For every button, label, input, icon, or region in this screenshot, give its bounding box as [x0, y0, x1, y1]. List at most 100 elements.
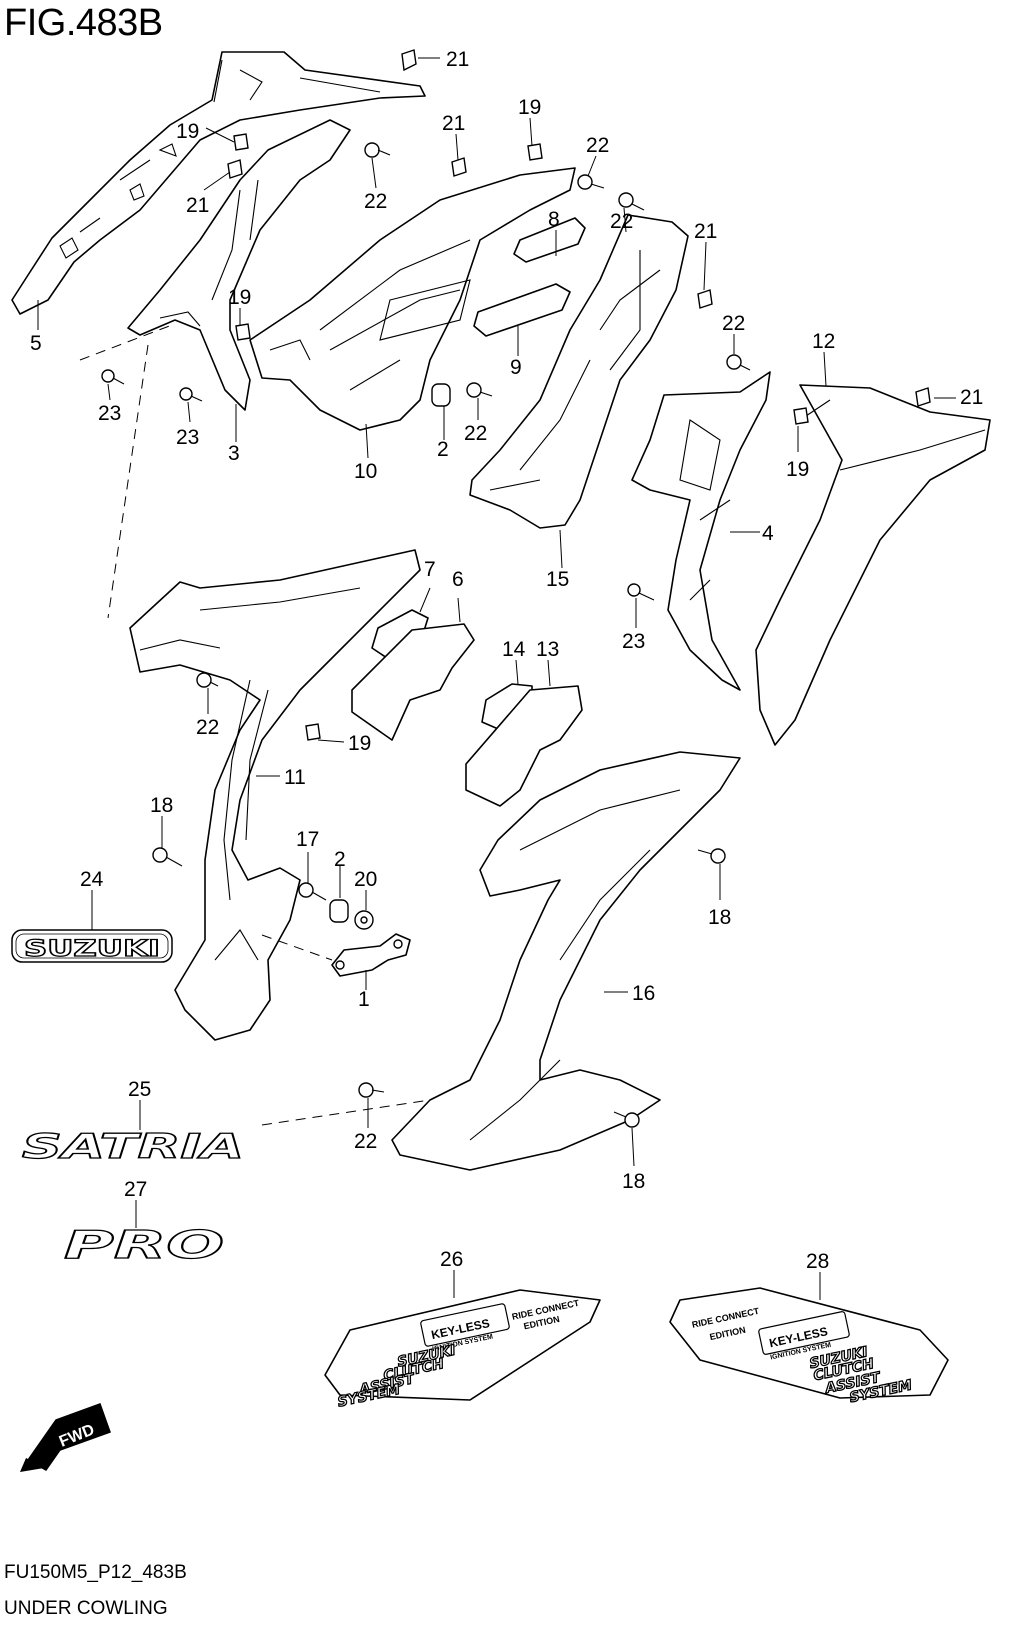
clip-21: [451, 157, 467, 177]
part-12-side-cowl: [755, 384, 991, 746]
part-3-inner-panel: [127, 119, 351, 411]
callout-21: 21: [442, 112, 465, 135]
callout-23: 23: [176, 426, 199, 449]
part-4-bracket: [631, 371, 771, 691]
callout-26: 26: [440, 1248, 463, 1271]
callout-18: 18: [708, 906, 731, 929]
callout-22: 22: [722, 312, 745, 335]
suzuki-emblem-text: SUZUKI: [24, 937, 160, 962]
screw-22: [358, 1082, 385, 1098]
callout-11: 11: [284, 766, 306, 789]
nut-19: [305, 723, 321, 741]
nut-19: [233, 133, 249, 151]
callout-1: 1: [358, 988, 370, 1011]
part-16-under-cowl: [391, 751, 741, 1171]
callout-15: 15: [546, 568, 569, 591]
grommet-2: [431, 383, 451, 407]
callout-3: 3: [228, 442, 240, 465]
callout-22: 22: [364, 190, 387, 213]
callout-20: 20: [354, 868, 377, 891]
part-9-pad: [473, 283, 571, 337]
callout-19: 19: [786, 458, 809, 481]
callout-8: 8: [548, 208, 560, 231]
bolt-17: [298, 882, 327, 901]
screw-22: [577, 174, 605, 190]
screw-22: [726, 354, 751, 371]
callout-14: 14: [502, 638, 526, 661]
callout-23: 23: [98, 402, 121, 425]
callout-6: 6: [452, 568, 464, 591]
clip-21: [697, 289, 713, 309]
screw-23: [179, 387, 203, 402]
screw-18: [152, 847, 183, 867]
assembly-lines: [79, 324, 431, 1126]
callout-24: 24: [80, 868, 104, 891]
clip-21: [915, 387, 931, 407]
part-11-side-cowl: [129, 549, 421, 1041]
callout-25: 25: [128, 1078, 151, 1101]
part-10-inner-cover: [249, 167, 576, 431]
callout-22: 22: [196, 716, 219, 739]
emblem-satria: SATRIA: [21, 1126, 244, 1167]
hardware: [101, 49, 931, 1128]
emblem-suzuki: SUZUKI: [11, 929, 173, 963]
figure-title: FIG.483B: [4, 2, 163, 44]
screw-22: [466, 382, 493, 398]
figure-name: UNDER COWLING: [4, 1598, 168, 1619]
decal-26: KEY-LESS IGNITION SYSTEM RIDE CONNECT ED…: [324, 1289, 601, 1411]
satria-emblem-text: SATRIA: [22, 1127, 244, 1167]
callout-2: 2: [437, 438, 449, 461]
callout-19: 19: [348, 732, 371, 755]
callout-28: 28: [806, 1250, 829, 1273]
callout-19: 19: [176, 120, 199, 143]
emblem-pro: PRO: [63, 1222, 224, 1267]
callout-12: 12: [812, 330, 835, 353]
part-6-pad: [351, 623, 475, 741]
nut-19: [793, 407, 809, 425]
callout-9: 9: [510, 356, 522, 379]
grommet-2: [329, 899, 349, 923]
callout-5: 5: [30, 332, 42, 355]
callout-7: 7: [424, 558, 436, 581]
callout-13: 13: [536, 638, 559, 661]
clip-21: [227, 159, 243, 179]
callout-23: 23: [622, 630, 645, 653]
screw-22: [618, 192, 645, 211]
callout-numbers: 1 2 2 3 4 5 6 7 8 9 10 11 12 13 14 15 16…: [30, 48, 983, 1273]
screw-18: [613, 1111, 640, 1128]
callout-22: 22: [610, 210, 633, 233]
callout-21: 21: [446, 48, 469, 71]
callout-22: 22: [354, 1130, 377, 1153]
callout-19: 19: [518, 96, 541, 119]
callout-18: 18: [150, 794, 173, 817]
clip-21: [401, 49, 417, 72]
callout-17: 17: [296, 828, 319, 851]
callout-21: 21: [960, 386, 983, 409]
callout-18: 18: [622, 1170, 645, 1193]
screw-22: [196, 672, 219, 688]
decal-28: RIDE CONNECT EDITION KEY-LESS IGNITION S…: [669, 1287, 949, 1407]
callout-16: 16: [632, 982, 655, 1005]
fwd-arrow-icon: FWD: [20, 1403, 111, 1472]
screw-23: [101, 369, 125, 385]
washer-20: [354, 910, 374, 930]
figure-code: FU150M5_P12_483B: [4, 1562, 187, 1583]
part-13-pad: [465, 685, 583, 807]
callout-22: 22: [464, 422, 487, 445]
part-1-stay: [331, 933, 411, 977]
pro-emblem-text: PRO: [64, 1223, 224, 1267]
screw-22: [364, 142, 391, 158]
callout-2: 2: [334, 848, 346, 871]
callout-27: 27: [124, 1178, 147, 1201]
part-8-pad: [513, 217, 586, 263]
nut-19: [235, 323, 251, 341]
part-15-middle-cowl: [469, 214, 689, 529]
part-5-front-cowl: [11, 51, 426, 315]
nut-19: [527, 143, 543, 161]
callout-21: 21: [694, 220, 717, 243]
screw-18: [697, 848, 726, 864]
callout-21: 21: [186, 194, 209, 217]
callout-19: 19: [228, 286, 251, 309]
callout-4: 4: [762, 522, 774, 545]
